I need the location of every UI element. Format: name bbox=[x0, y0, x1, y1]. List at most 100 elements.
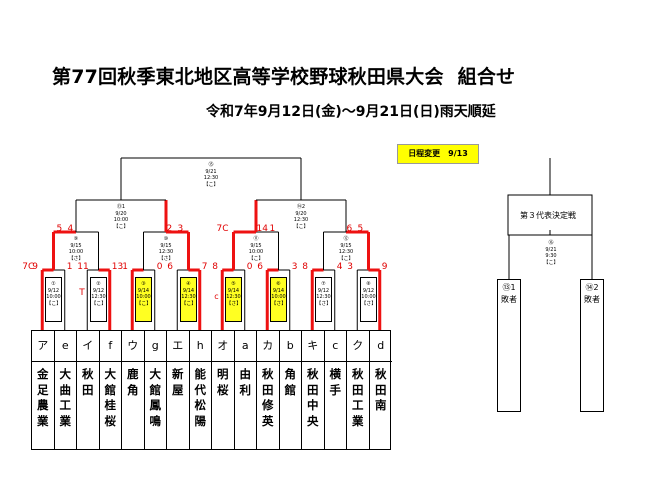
sf-match-date: 9/20 bbox=[295, 210, 307, 217]
qf-match-date: 9/15 bbox=[340, 242, 352, 249]
qf-match-date: 9/15 bbox=[250, 242, 262, 249]
third-place-left-sub: 敗者 bbox=[501, 295, 517, 304]
qf-match-num: ⑨ bbox=[73, 236, 79, 242]
score: 6 bbox=[257, 262, 263, 272]
qf-match-venue: 【さ】 bbox=[68, 255, 84, 262]
r1-match-date: 9/12 bbox=[317, 287, 330, 294]
team-name: 金足農業 bbox=[37, 367, 49, 428]
final-match-time: 12:30 bbox=[203, 175, 219, 181]
score: 11 bbox=[77, 262, 89, 272]
qf-match-num: ⑫ bbox=[343, 236, 349, 242]
team-code: g bbox=[144, 331, 166, 362]
score: 3 bbox=[177, 224, 184, 234]
team-name: 秋田修英 bbox=[262, 367, 274, 428]
third-place-frame bbox=[507, 194, 593, 236]
team-name: 新屋 bbox=[172, 367, 184, 397]
third-place-date: 9/21 bbox=[545, 246, 557, 253]
team-name: 横手 bbox=[329, 367, 342, 397]
team-column: h 能代松陽 bbox=[189, 331, 212, 449]
final-match-num: ⑮ bbox=[208, 162, 214, 168]
team-column: ク秋田工業 bbox=[347, 331, 370, 449]
r1-match-venue: 【さ】 bbox=[226, 300, 242, 307]
r1-match-date: 9/12 bbox=[362, 287, 375, 294]
r1-match-time: 10:00 bbox=[361, 294, 376, 300]
r1-match-time: 12:30 bbox=[226, 294, 241, 300]
qf-match-time: 12:30 bbox=[338, 249, 354, 255]
score-note: 7C bbox=[22, 262, 35, 272]
team-column: キ秋田中央 bbox=[302, 331, 325, 449]
score: 0 bbox=[246, 262, 253, 272]
team-code: イ bbox=[77, 331, 99, 362]
team-column: カ秋田修英 bbox=[257, 331, 280, 449]
r1-match-num: ⑧ bbox=[366, 281, 371, 287]
qf-match-time: 10:00 bbox=[68, 249, 84, 255]
team-name: 大館桂桜 bbox=[104, 367, 117, 428]
r1-match-num: ⑦ bbox=[321, 281, 326, 287]
r1-match-date: 9/14 bbox=[227, 287, 240, 294]
team-name: 秋田工業 bbox=[352, 367, 364, 428]
team-name: 秋田 bbox=[82, 367, 94, 397]
qf-match-venue: 【こ】 bbox=[248, 255, 264, 262]
r1-match-date: 9/12 bbox=[92, 287, 105, 294]
score: 5 bbox=[56, 224, 63, 234]
score: 1 bbox=[269, 224, 276, 234]
score: 9 bbox=[32, 262, 38, 272]
team-name: 能代松陽 bbox=[194, 367, 207, 428]
team-name: 秋田南 bbox=[375, 367, 387, 412]
team-column: エ新屋 bbox=[167, 331, 190, 449]
score: 9 bbox=[381, 262, 388, 272]
r1-match-venue: 【こ】 bbox=[181, 300, 197, 307]
team-column: イ秋田 bbox=[77, 331, 100, 449]
score: 8 bbox=[302, 262, 308, 272]
r1-match-num: ⑤ bbox=[231, 281, 236, 287]
qf-match-venue: 【こ】 bbox=[338, 255, 354, 262]
third-place-right-sub: 敗者 bbox=[584, 295, 600, 304]
team-code: h bbox=[189, 331, 211, 362]
r1-match-date: 9/14 bbox=[272, 287, 285, 294]
team-code: カ bbox=[257, 331, 279, 362]
qf-match-date: 9/15 bbox=[70, 242, 82, 249]
team-name: 大曲工業 bbox=[59, 367, 72, 428]
score: 8 bbox=[212, 262, 218, 272]
team-code: ウ bbox=[122, 331, 144, 362]
qf-match-time: 10:00 bbox=[248, 249, 264, 255]
team-code: e bbox=[54, 331, 76, 362]
r1-match-venue: 【こ】 bbox=[136, 300, 152, 307]
r1-match-num: ③ bbox=[141, 281, 146, 287]
team-code: オ bbox=[212, 331, 234, 362]
qf-match-date: 9/15 bbox=[160, 242, 172, 249]
score: 1 bbox=[66, 262, 73, 272]
r1-match-date: 9/14 bbox=[137, 287, 150, 294]
score: 4 bbox=[67, 224, 74, 234]
r1-match-venue: 【さ】 bbox=[316, 300, 332, 307]
score-note: 7C bbox=[216, 224, 229, 234]
r1-match-time: 10:00 bbox=[46, 294, 61, 300]
team-code: ク bbox=[347, 331, 369, 362]
sf-match-venue: 【こ】 bbox=[293, 223, 309, 230]
team-column: ウ鹿角 bbox=[122, 331, 145, 449]
score: 0 bbox=[156, 262, 163, 272]
final-match-date: 9/21 bbox=[205, 168, 217, 175]
r1-match-venue: 【さ】 bbox=[361, 300, 377, 307]
sf-match-num: ⑭2 bbox=[296, 204, 306, 210]
qf-match-time: 12:30 bbox=[158, 249, 174, 255]
score: 13 bbox=[111, 262, 124, 272]
r1-match-time: 12:30 bbox=[91, 294, 106, 300]
qf-match-venue: 【さ】 bbox=[158, 255, 174, 262]
third-place-num: ⑯ bbox=[548, 240, 554, 246]
score: 4 bbox=[336, 262, 343, 272]
